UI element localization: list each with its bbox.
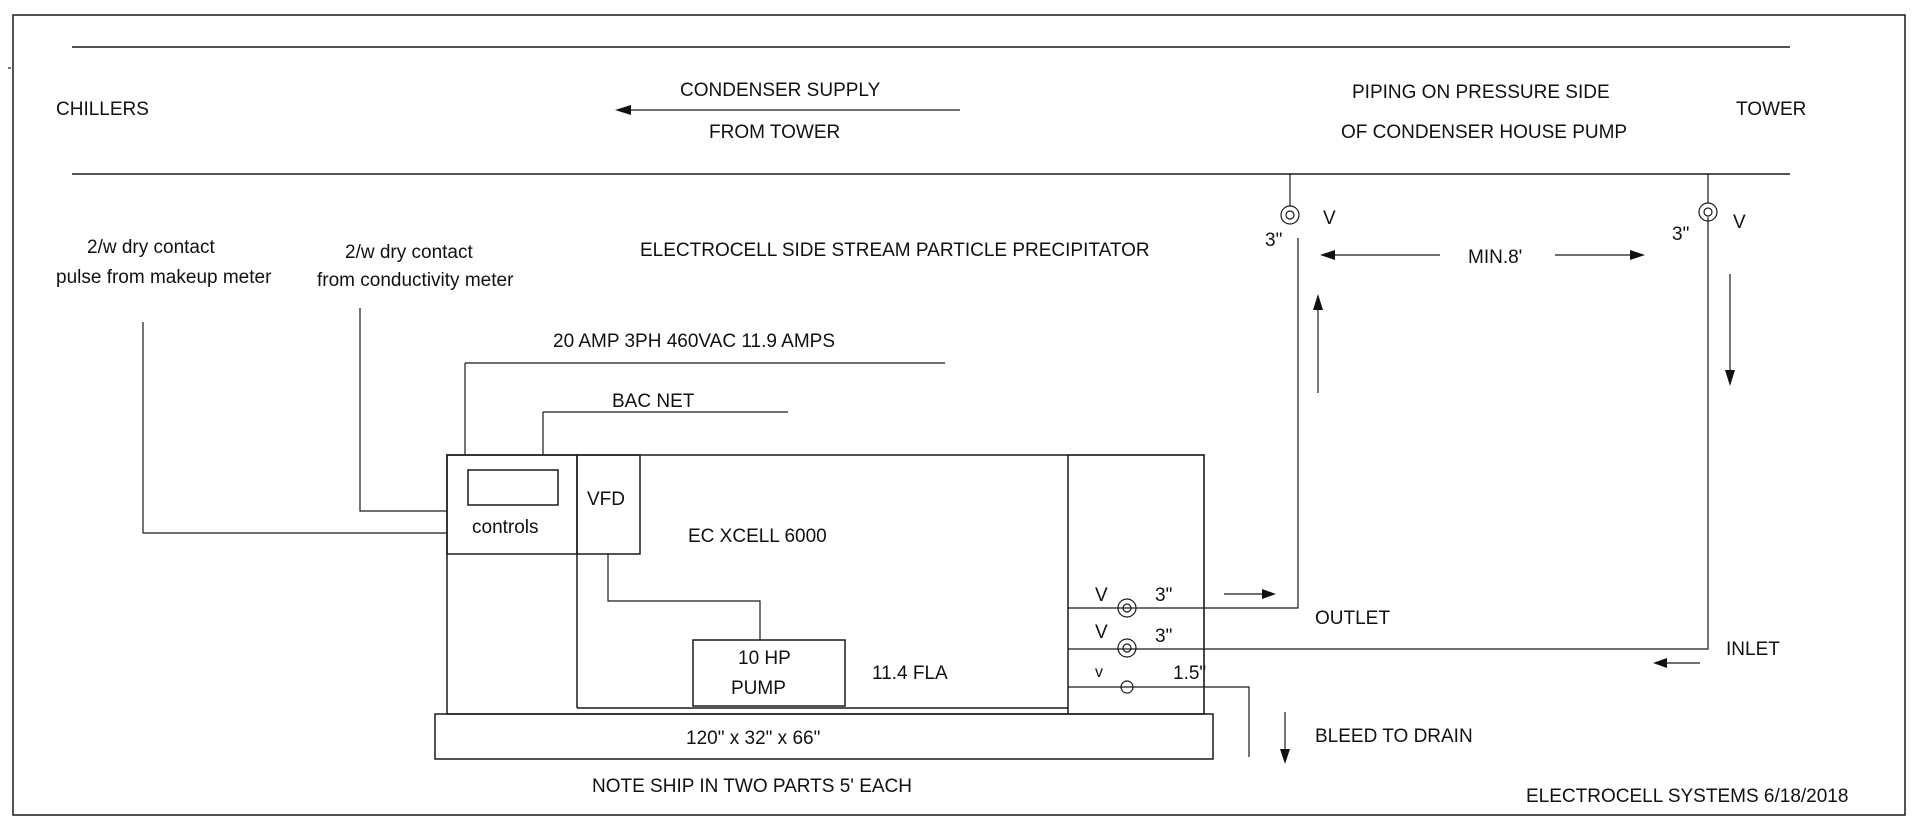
left-riser-label: V: [1323, 208, 1336, 229]
outlet-label: OUTLET: [1315, 608, 1390, 629]
right-riser-valve-core: [1703, 207, 1713, 217]
bleed-arrowhead: [1280, 749, 1290, 764]
bleed-label: BLEED TO DRAIN: [1315, 726, 1473, 747]
unit-frame: [446, 454, 1205, 715]
outlet-arrowhead: [1262, 589, 1276, 599]
left-riser-valve-icon: [1280, 205, 1300, 225]
outlet-riser-arrowhead: [1313, 294, 1323, 310]
spacing-arrowhead-right: [1630, 250, 1645, 260]
spacing-arrowhead-left: [1320, 250, 1335, 260]
outlet-valve-core: [1122, 603, 1132, 613]
vfd-label: VFD: [587, 489, 625, 510]
shipping-note: NOTE SHIP IN TWO PARTS 5' EACH: [592, 776, 912, 797]
inlet-pipe: [1068, 217, 1709, 650]
power-label: 20 AMP 3PH 460VAC 11.9 AMPS: [553, 331, 835, 352]
supply-arrowhead: [615, 105, 631, 115]
controls-display: [467, 469, 559, 506]
makeup-wire: [142, 322, 447, 534]
pump-fla-label: 11.4 FLA: [872, 663, 948, 684]
inlet-valve-size: 3": [1155, 626, 1172, 647]
pump-box: [692, 639, 846, 707]
bleed-valve-icon: [1120, 680, 1134, 694]
conductivity-meter-label: from conductivity meter: [317, 270, 514, 291]
pump-label-line2: PUMP: [731, 678, 786, 699]
footer-signature: ELECTROCELL SYSTEMS 6/18/2018: [1526, 786, 1848, 807]
inlet-label: INLET: [1726, 639, 1780, 660]
inlet-valve-label: V: [1095, 622, 1108, 643]
right-riser-size: 3": [1672, 224, 1689, 245]
skid-base: [434, 713, 1214, 760]
condenser-supply-label: CONDENSER SUPPLY: [680, 80, 881, 101]
piping-label-line1: PIPING ON PRESSURE SIDE: [1352, 82, 1610, 103]
left-riser-size: 3": [1265, 230, 1282, 251]
piping-label-line2: OF CONDENSER HOUSE PUMP: [1341, 122, 1627, 143]
spacing-label: MIN.8': [1468, 247, 1522, 268]
bacnet-label: BAC NET: [612, 391, 695, 412]
inlet-riser-arrowhead: [1725, 370, 1735, 386]
inlet-valve-icon: [1117, 638, 1137, 658]
unit-top-pipe: [1068, 454, 1205, 714]
drawing-border: [12, 14, 1906, 816]
conductivity-wire: [359, 308, 447, 512]
conductivity-contact-label: 2/w dry contact: [345, 242, 473, 263]
inlet-valve-core: [1122, 643, 1132, 653]
bleed-pipe: [1068, 686, 1250, 757]
right-riser-label: V: [1733, 212, 1746, 233]
outlet-valve-size: 3": [1155, 585, 1172, 606]
inlet-arrowhead: [1653, 658, 1667, 668]
makeup-meter-label: pulse from makeup meter: [56, 267, 272, 288]
outlet-valve-icon: [1117, 598, 1137, 618]
pump-label-line1: 10 HP: [738, 648, 791, 669]
unit-dimensions: 120" x 32" x 66": [686, 728, 820, 749]
tower-label: TOWER: [1736, 99, 1806, 120]
controls-label: controls: [472, 517, 539, 538]
outlet-pipe: [1068, 238, 1299, 609]
outlet-valve-label: V: [1095, 585, 1108, 606]
chillers-label: CHILLERS: [56, 99, 149, 120]
unit-model: EC XCELL 6000: [688, 526, 827, 547]
makeup-contact-label: 2/w dry contact: [87, 237, 215, 258]
left-riser-valve-core: [1285, 210, 1295, 220]
vfd-pump-wire: [607, 554, 761, 640]
bleed-valve-size: 1.5": [1173, 663, 1206, 684]
diagram-title: ELECTROCELL SIDE STREAM PARTICLE PRECIPI…: [640, 240, 1150, 261]
from-tower-label: FROM TOWER: [709, 122, 840, 143]
bleed-valve-label: v: [1095, 664, 1103, 681]
